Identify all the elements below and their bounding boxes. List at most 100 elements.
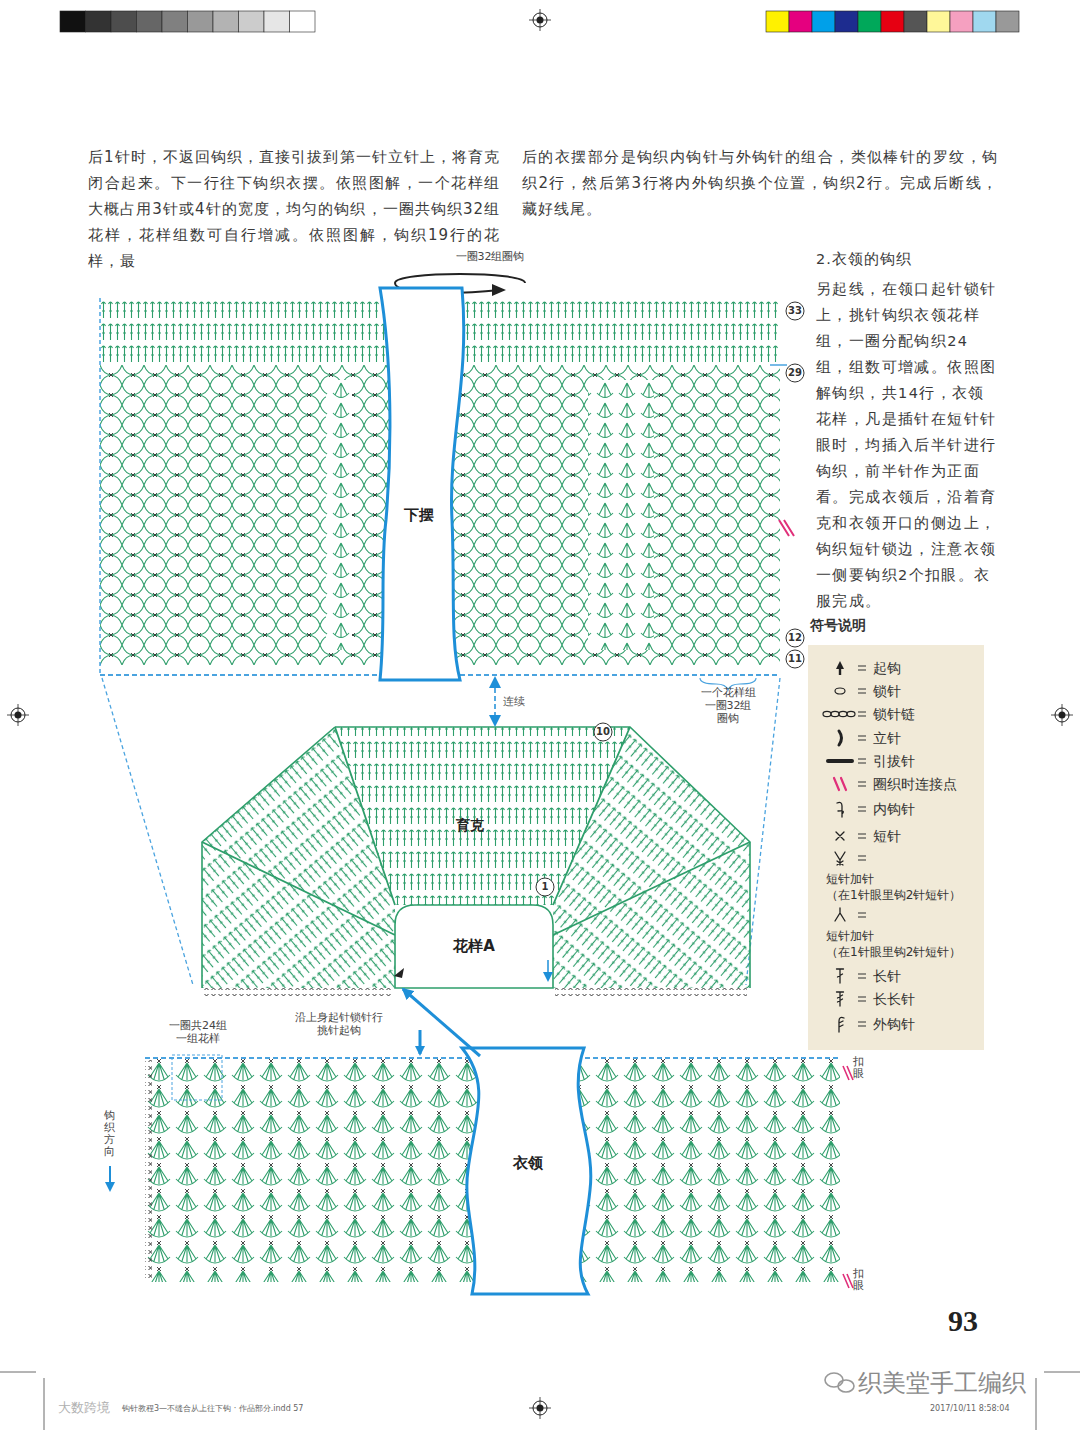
hem-chart — [326, 380, 352, 650]
print-color-bar — [858, 11, 881, 32]
part-name: 下摆 — [404, 506, 434, 525]
crop-marks — [44, 1378, 45, 1430]
connector-label: 连续 — [501, 695, 527, 709]
wechat-icon — [825, 1373, 843, 1387]
equals-sign — [858, 666, 866, 670]
print-gray-bar — [60, 11, 315, 32]
legend-symbol — [835, 908, 866, 921]
legend-symbol — [839, 1017, 844, 1032]
registration-mark — [529, 1397, 551, 1419]
print-gray-bar — [162, 11, 188, 32]
legend-label: 锁针链 — [873, 705, 915, 723]
legend-symbol — [835, 852, 845, 865]
legend-label: 长针 — [873, 967, 901, 985]
legend-heading: 符号说明 — [810, 617, 866, 635]
legend-label: 短针 — [873, 827, 901, 845]
legend-symbol — [839, 731, 842, 745]
connector-arrow — [494, 678, 496, 725]
collar-chart — [172, 1055, 222, 1100]
row-number: 33 — [785, 304, 805, 318]
round-note: 一圈32组圈钩 — [430, 250, 550, 264]
row-number: 11 — [785, 652, 805, 666]
legend-symbol — [836, 832, 844, 840]
print-color-bar — [766, 11, 789, 32]
registration-mark — [1051, 704, 1073, 726]
wechat-icon — [838, 1380, 854, 1392]
connector-arrow — [403, 989, 480, 1056]
watermark: 织美堂手工编织 — [858, 1368, 1026, 1398]
print-gray-bar — [86, 11, 112, 32]
hem-chart — [588, 380, 654, 650]
buttonhole-note: 扣眼 — [853, 1268, 864, 1292]
legend-symbol — [837, 992, 844, 1006]
registration-mark — [529, 9, 551, 31]
print-color-bar — [766, 11, 1019, 32]
legend-symbol — [839, 1017, 866, 1032]
part-name: 育克 — [456, 817, 484, 835]
yoke-chart — [553, 727, 750, 988]
row-number: 1 — [535, 880, 555, 894]
print-color-bar — [950, 11, 973, 32]
legend-symbol — [826, 759, 866, 763]
hem-band — [380, 288, 464, 680]
yoke-chart — [394, 968, 404, 978]
legend-panel — [808, 645, 984, 1050]
equals-sign — [858, 736, 866, 740]
legend-symbol — [835, 688, 866, 694]
equals-sign — [858, 1022, 866, 1026]
guide-lines — [102, 678, 193, 985]
legend-symbol — [834, 778, 846, 790]
body-text: 后的衣摆部分是钩织内钩针与外钩针的组合，类似棒针的罗纹，钩织2行，然后第3行将内… — [522, 144, 998, 222]
row-number-circle — [786, 364, 804, 382]
collar-chart — [109, 1166, 111, 1190]
watermark: 大数跨境 — [58, 1400, 110, 1416]
collar-band — [462, 1048, 591, 1294]
hem-chart — [588, 380, 654, 650]
print-slug: 2017/10/11 8:58:04 — [930, 1404, 1010, 1414]
legend-label: 立针 — [873, 729, 901, 747]
row-number-circle — [594, 723, 612, 741]
print-color-bar — [973, 11, 996, 32]
print-gray-bar — [60, 11, 86, 32]
section-heading: 2.衣领的钩织 — [816, 250, 912, 268]
neck-opening: 花样A — [397, 907, 551, 986]
yoke-chart — [547, 960, 549, 980]
pattern-note: 一个花样组 一圈32组 圈钩 — [693, 686, 763, 725]
equals-sign — [858, 807, 866, 811]
print-color-bar — [789, 11, 812, 32]
equals-sign — [858, 856, 866, 860]
legend-symbol — [839, 711, 847, 716]
print-color-bar — [904, 11, 927, 32]
legend-label: 外钩针 — [873, 1015, 915, 1033]
yoke-chart — [395, 905, 553, 988]
pattern-note: 一圈共24组 一组花样 — [158, 1019, 238, 1045]
yoke-chart — [202, 988, 392, 996]
guide-lines — [746, 678, 780, 985]
equals-sign — [858, 759, 866, 763]
row-number: 29 — [785, 366, 805, 380]
equals-sign — [858, 913, 866, 917]
body-text: 后1针时，不返回钩织，直接引拔到第一针立针上，将育克闭合起来。下一行往下钩织衣摆… — [88, 144, 500, 274]
legend-symbol — [823, 711, 831, 716]
page-number: 93 — [948, 1302, 978, 1340]
print-gray-bar — [290, 11, 316, 32]
legend-label: 引拔针 — [873, 752, 915, 770]
legend-symbol — [834, 778, 866, 790]
collar-chart: 衣领 — [145, 1058, 840, 1282]
legend-symbol — [826, 759, 854, 763]
yoke-chart — [202, 727, 395, 988]
direction-note: 钩织方向 — [104, 1110, 115, 1158]
legend-symbols — [823, 661, 866, 1032]
legend-symbol — [836, 661, 844, 675]
legend-label: 短针加针 （在1针眼里钩2针短针） — [826, 928, 982, 960]
registration-mark — [529, 1397, 551, 1419]
legend-symbol — [837, 802, 843, 817]
registration-mark — [7, 704, 29, 726]
yoke-chart — [202, 727, 750, 935]
collar-chart — [419, 1030, 422, 1054]
registration-mark — [7, 704, 29, 726]
legend-symbol — [837, 802, 866, 817]
row-number: 10 — [593, 725, 613, 739]
print-slug: 钩针教程3—不缝合从上往下钩 · 作品部分.indd 57 — [122, 1404, 303, 1414]
